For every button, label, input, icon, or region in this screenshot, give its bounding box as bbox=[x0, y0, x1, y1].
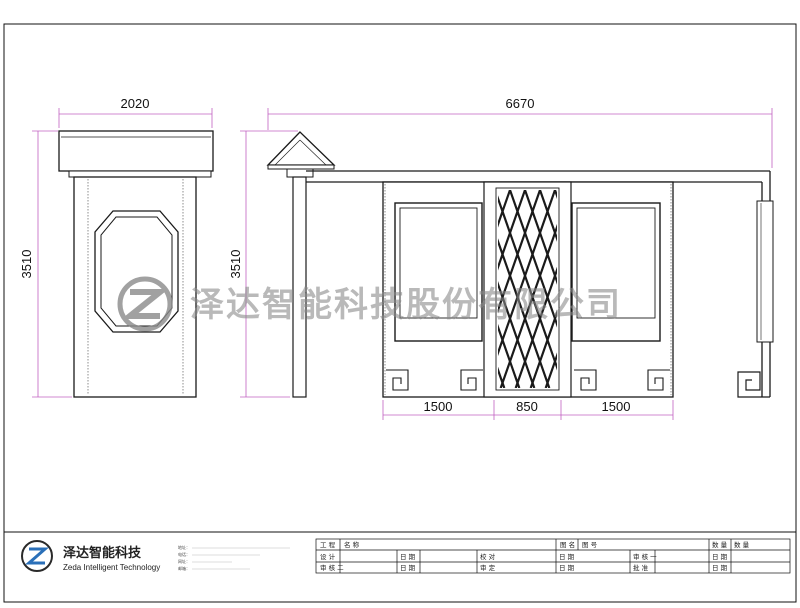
row1-checker: 校 对 bbox=[480, 552, 496, 561]
fret-ornament-2 bbox=[460, 369, 483, 391]
lattice-bar bbox=[720, 190, 789, 388]
lattice-bar bbox=[498, 190, 557, 357]
contact-line-3: 网址： bbox=[178, 558, 190, 564]
company-name-cn: 泽达智能科技 bbox=[63, 545, 142, 561]
header-label-quantity-2: 数 量 bbox=[734, 540, 750, 549]
lattice-bar bbox=[681, 190, 750, 388]
row2-date-2: 日 期 bbox=[559, 564, 575, 572]
row2-date-3: 日 期 bbox=[712, 564, 728, 572]
watermark-text: 泽达智能科技股份有限公司 bbox=[190, 285, 622, 325]
row1-reviewer-1: 审 核 一 bbox=[633, 552, 657, 561]
company-name-en: Zeda Intelligent Technology bbox=[63, 563, 160, 572]
row1-date-1: 日 期 bbox=[400, 553, 416, 561]
lattice-bar bbox=[523, 190, 557, 285]
lattice-bar bbox=[538, 190, 557, 242]
left-ad-panel bbox=[394, 202, 483, 342]
watermark-logo-icon bbox=[117, 276, 173, 332]
side-view bbox=[58, 130, 214, 398]
right-ad-panel bbox=[571, 202, 661, 342]
contact-line-1: 地址： bbox=[178, 544, 190, 550]
panel-left-width-label: 1500 bbox=[424, 399, 453, 414]
lattice-bar bbox=[508, 190, 557, 328]
side-octagon-panel bbox=[94, 210, 179, 333]
side-dimensions bbox=[32, 108, 213, 398]
header-label-name: 名 称 bbox=[344, 540, 360, 549]
lattice-bar bbox=[498, 190, 542, 314]
post-cap bbox=[266, 131, 336, 166]
front-height-label: 3510 bbox=[228, 250, 243, 279]
row1-date-3: 日 期 bbox=[712, 553, 728, 561]
sheet-border bbox=[3, 23, 797, 603]
side-body bbox=[73, 176, 197, 398]
header-label-project: 工 程 bbox=[320, 540, 336, 549]
panel-center-width-label: 850 bbox=[516, 399, 538, 414]
lattice-pattern bbox=[498, 190, 789, 388]
lattice-bar bbox=[498, 195, 557, 371]
fret-ornament-1 bbox=[386, 369, 409, 391]
fret-ornament-3 bbox=[574, 369, 597, 391]
right-side-panel bbox=[756, 200, 774, 343]
fret-ornament-4 bbox=[647, 369, 670, 391]
right-fret-ornament bbox=[737, 371, 770, 398]
lattice-bar bbox=[498, 238, 551, 388]
watermark: 泽达智能科技股份有限公司 bbox=[117, 276, 622, 332]
lattice-bar bbox=[498, 280, 536, 388]
row1-date-2: 日 期 bbox=[559, 553, 575, 561]
lattice-bar bbox=[675, 190, 744, 388]
contact-line-2: 电话： bbox=[178, 551, 190, 557]
row2-date-1: 日 期 bbox=[400, 564, 416, 572]
front-post bbox=[292, 176, 307, 398]
lattice-bar bbox=[499, 223, 557, 388]
front-view bbox=[266, 131, 789, 398]
side-height-label: 3510 bbox=[19, 250, 34, 279]
contact-line-4: 邮箱： bbox=[178, 565, 190, 571]
lattice-bar bbox=[498, 323, 521, 388]
lattice-bar bbox=[529, 309, 557, 388]
header-label-quantity: 数 量 bbox=[712, 540, 728, 549]
side-width-label: 2020 bbox=[121, 96, 150, 111]
row2-approver: 审 定 bbox=[480, 563, 496, 572]
lattice-bar bbox=[690, 190, 759, 388]
front-width-label: 6670 bbox=[506, 96, 535, 111]
header-label-drawing-no: 图 号 bbox=[582, 541, 598, 549]
front-dimensions bbox=[240, 108, 773, 420]
row2-ratify: 批 准 bbox=[633, 563, 649, 572]
lattice-bar bbox=[666, 190, 735, 388]
lattice-bar bbox=[514, 266, 557, 388]
row2-reviewer-2: 审 核 二 bbox=[320, 563, 344, 572]
panel-right-width-label: 1500 bbox=[602, 399, 631, 414]
header-label-drawing-name: 图 名 bbox=[560, 540, 575, 549]
lattice-bar bbox=[498, 190, 512, 228]
lattice-bar bbox=[498, 190, 527, 271]
row1-designer: 设 计 bbox=[320, 552, 336, 561]
title-block: 泽达智能科技 Zeda Intelligent Technology 地址： 电… bbox=[4, 531, 796, 574]
